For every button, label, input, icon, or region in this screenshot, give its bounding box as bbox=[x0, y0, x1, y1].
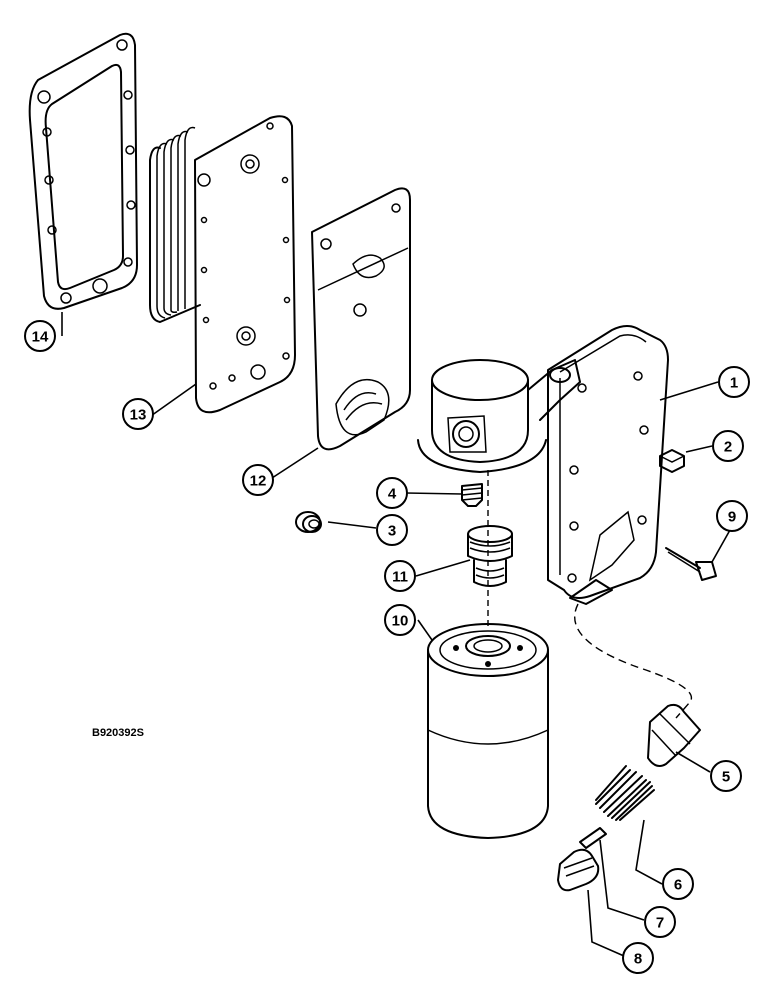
callout-5-label: 5 bbox=[722, 769, 730, 786]
part-14-gasket bbox=[28, 32, 138, 310]
callout-12: 12 bbox=[242, 464, 274, 496]
callout-14-label: 14 bbox=[32, 329, 49, 346]
callout-14: 14 bbox=[24, 320, 56, 352]
figure-code: B920392S bbox=[92, 727, 144, 739]
callout-8-label: 8 bbox=[634, 951, 642, 968]
callout-9-label: 9 bbox=[728, 509, 736, 526]
callout-1-label: 1 bbox=[730, 375, 738, 392]
part-1-filter-head-housing bbox=[417, 325, 669, 605]
callout-3: 3 bbox=[376, 514, 408, 546]
part-3-plug bbox=[295, 511, 322, 533]
part-12-gasket bbox=[311, 187, 411, 451]
callout-10: 10 bbox=[384, 604, 416, 636]
part-13-oil-cooler bbox=[149, 115, 296, 414]
callout-7: 7 bbox=[644, 906, 676, 938]
part-9-bolt bbox=[665, 547, 717, 581]
callout-4-label: 4 bbox=[388, 486, 397, 503]
part-6-spring bbox=[595, 765, 655, 821]
part-5-plunger bbox=[647, 703, 701, 767]
callout-8: 8 bbox=[622, 942, 654, 974]
callout-5: 5 bbox=[710, 760, 742, 792]
leader-lines bbox=[61, 312, 731, 957]
part-2-plug bbox=[659, 449, 685, 473]
callout-3-label: 3 bbox=[388, 523, 396, 540]
callout-9: 9 bbox=[716, 500, 748, 532]
callout-13-label: 13 bbox=[130, 407, 147, 424]
callout-7-label: 7 bbox=[656, 915, 664, 932]
part-7-washer bbox=[579, 827, 607, 849]
callout-2: 2 bbox=[712, 430, 744, 462]
callout-1: 1 bbox=[718, 366, 750, 398]
callout-2-label: 2 bbox=[724, 439, 732, 456]
part-4-valve bbox=[461, 483, 483, 507]
callout-10-label: 10 bbox=[392, 613, 409, 630]
callout-11-label: 11 bbox=[392, 569, 408, 586]
part-11-adapter bbox=[467, 525, 513, 587]
callout-13: 13 bbox=[122, 398, 154, 430]
callout-6: 6 bbox=[662, 868, 694, 900]
callout-6-label: 6 bbox=[674, 877, 682, 894]
callout-4: 4 bbox=[376, 477, 408, 509]
part-10-oil-filter bbox=[427, 623, 549, 839]
alignment-lines bbox=[487, 470, 693, 719]
callout-12-label: 12 bbox=[250, 473, 267, 490]
callout-11: 11 bbox=[384, 560, 416, 592]
part-8-plug bbox=[557, 848, 600, 892]
